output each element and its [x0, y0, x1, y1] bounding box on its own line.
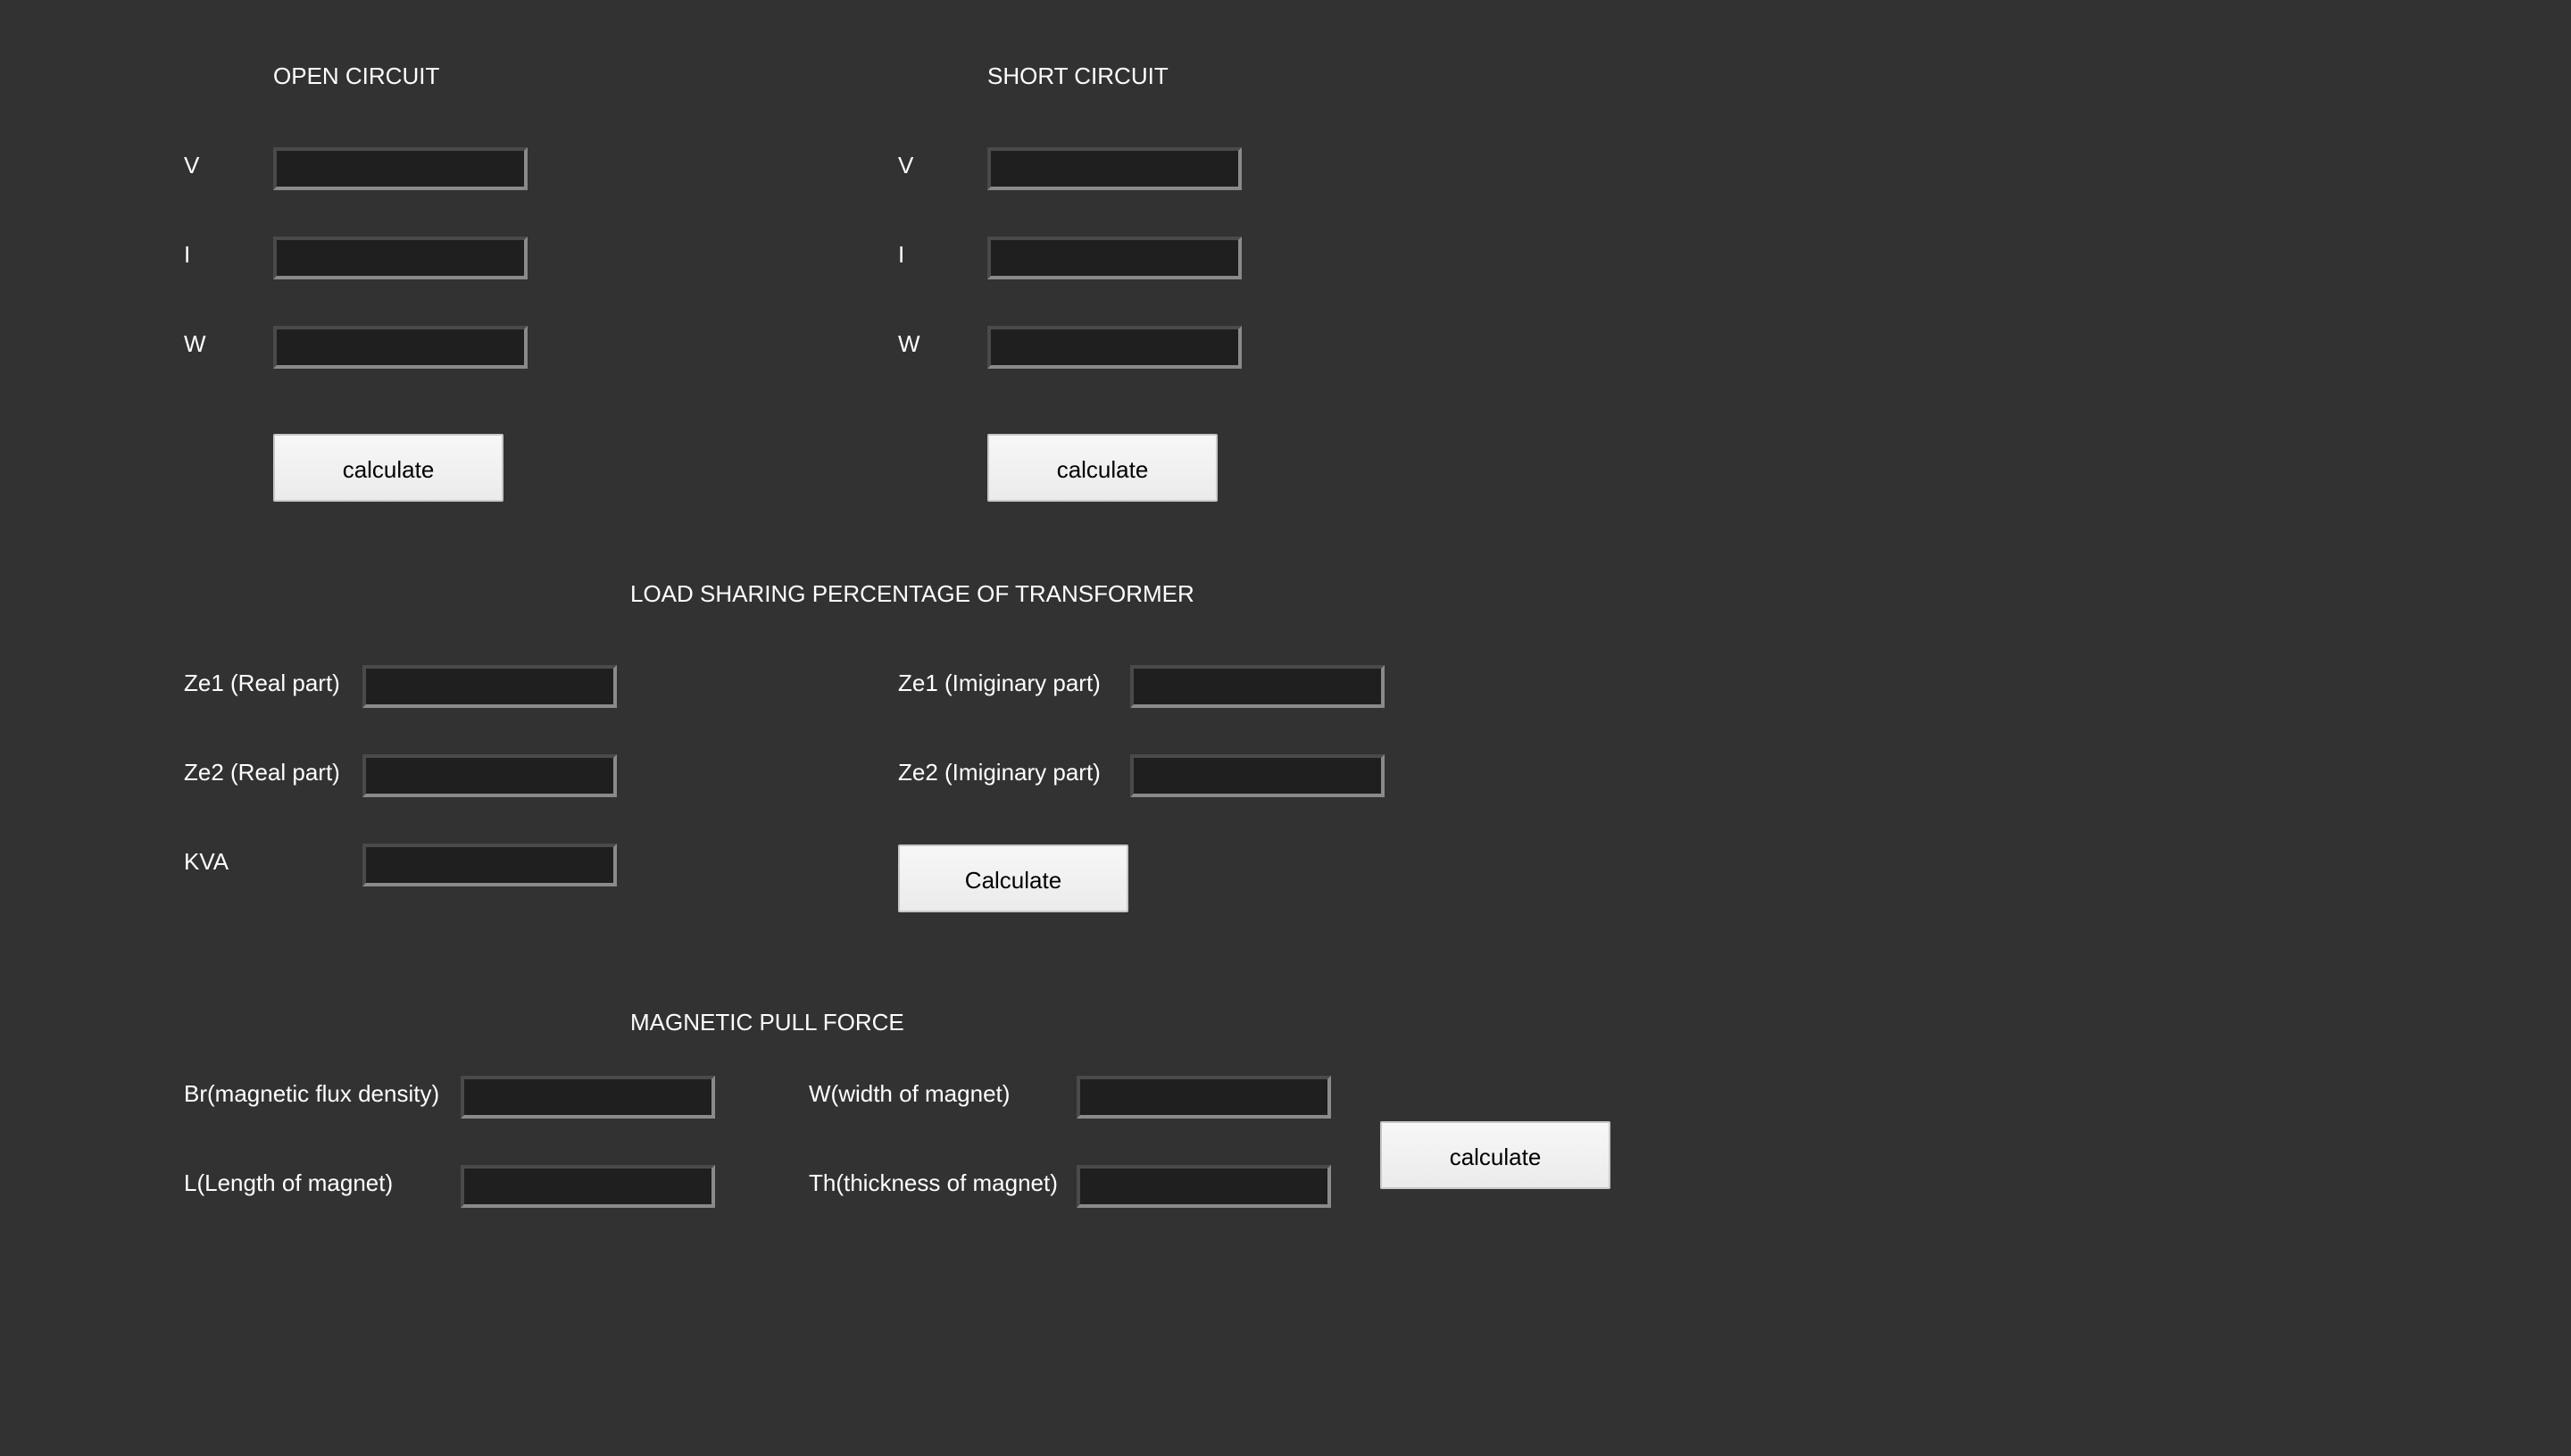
- short-circuit-v-input[interactable]: [987, 147, 1242, 190]
- open-circuit-w-input[interactable]: [273, 326, 528, 369]
- open-circuit-i-input[interactable]: [273, 237, 528, 279]
- short-circuit-heading: SHORT CIRCUIT: [987, 62, 1169, 89]
- ze1-real-input[interactable]: [362, 665, 617, 708]
- ze2-imaginary-label: Ze2 (Imiginary part): [898, 759, 1101, 786]
- open-circuit-w-label: W: [184, 330, 206, 357]
- kva-input[interactable]: [362, 844, 617, 886]
- short-circuit-v-label: V: [898, 152, 914, 179]
- magnet-length-input[interactable]: [461, 1165, 715, 1208]
- flux-density-label: Br(magnetic flux density): [184, 1080, 440, 1107]
- flux-density-input[interactable]: [461, 1076, 715, 1119]
- open-circuit-heading: OPEN CIRCUIT: [273, 62, 440, 89]
- ze2-imaginary-input[interactable]: [1130, 754, 1385, 797]
- magnet-width-input[interactable]: [1077, 1076, 1331, 1119]
- ze1-imaginary-label: Ze1 (Imiginary part): [898, 670, 1101, 696]
- short-circuit-i-input[interactable]: [987, 237, 1242, 279]
- ze2-real-input[interactable]: [362, 754, 617, 797]
- short-circuit-w-input[interactable]: [987, 326, 1242, 369]
- ze1-imaginary-input[interactable]: [1130, 665, 1385, 708]
- open-circuit-v-label: V: [184, 152, 200, 179]
- short-circuit-w-label: W: [898, 330, 920, 357]
- magnetic-pull-heading: MAGNETIC PULL FORCE: [630, 1009, 904, 1036]
- open-circuit-calculate-button[interactable]: calculate: [273, 434, 503, 502]
- load-sharing-heading: LOAD SHARING PERCENTAGE OF TRANSFORMER: [630, 580, 1194, 607]
- short-circuit-i-label: I: [898, 241, 905, 268]
- ze1-real-label: Ze1 (Real part): [184, 670, 340, 696]
- magnetic-pull-calculate-button[interactable]: calculate: [1380, 1121, 1610, 1189]
- magnet-length-label: L(Length of magnet): [184, 1169, 394, 1196]
- open-circuit-v-input[interactable]: [273, 147, 528, 190]
- magnet-thickness-input[interactable]: [1077, 1165, 1331, 1208]
- ze2-real-label: Ze2 (Real part): [184, 759, 340, 786]
- kva-label: KVA: [184, 848, 229, 875]
- magnet-width-label: W(width of magnet): [809, 1080, 1011, 1107]
- open-circuit-i-label: I: [184, 241, 191, 268]
- load-sharing-calculate-button[interactable]: Calculate: [898, 844, 1128, 912]
- short-circuit-calculate-button[interactable]: calculate: [987, 434, 1218, 502]
- magnet-thickness-label: Th(thickness of magnet): [809, 1169, 1058, 1196]
